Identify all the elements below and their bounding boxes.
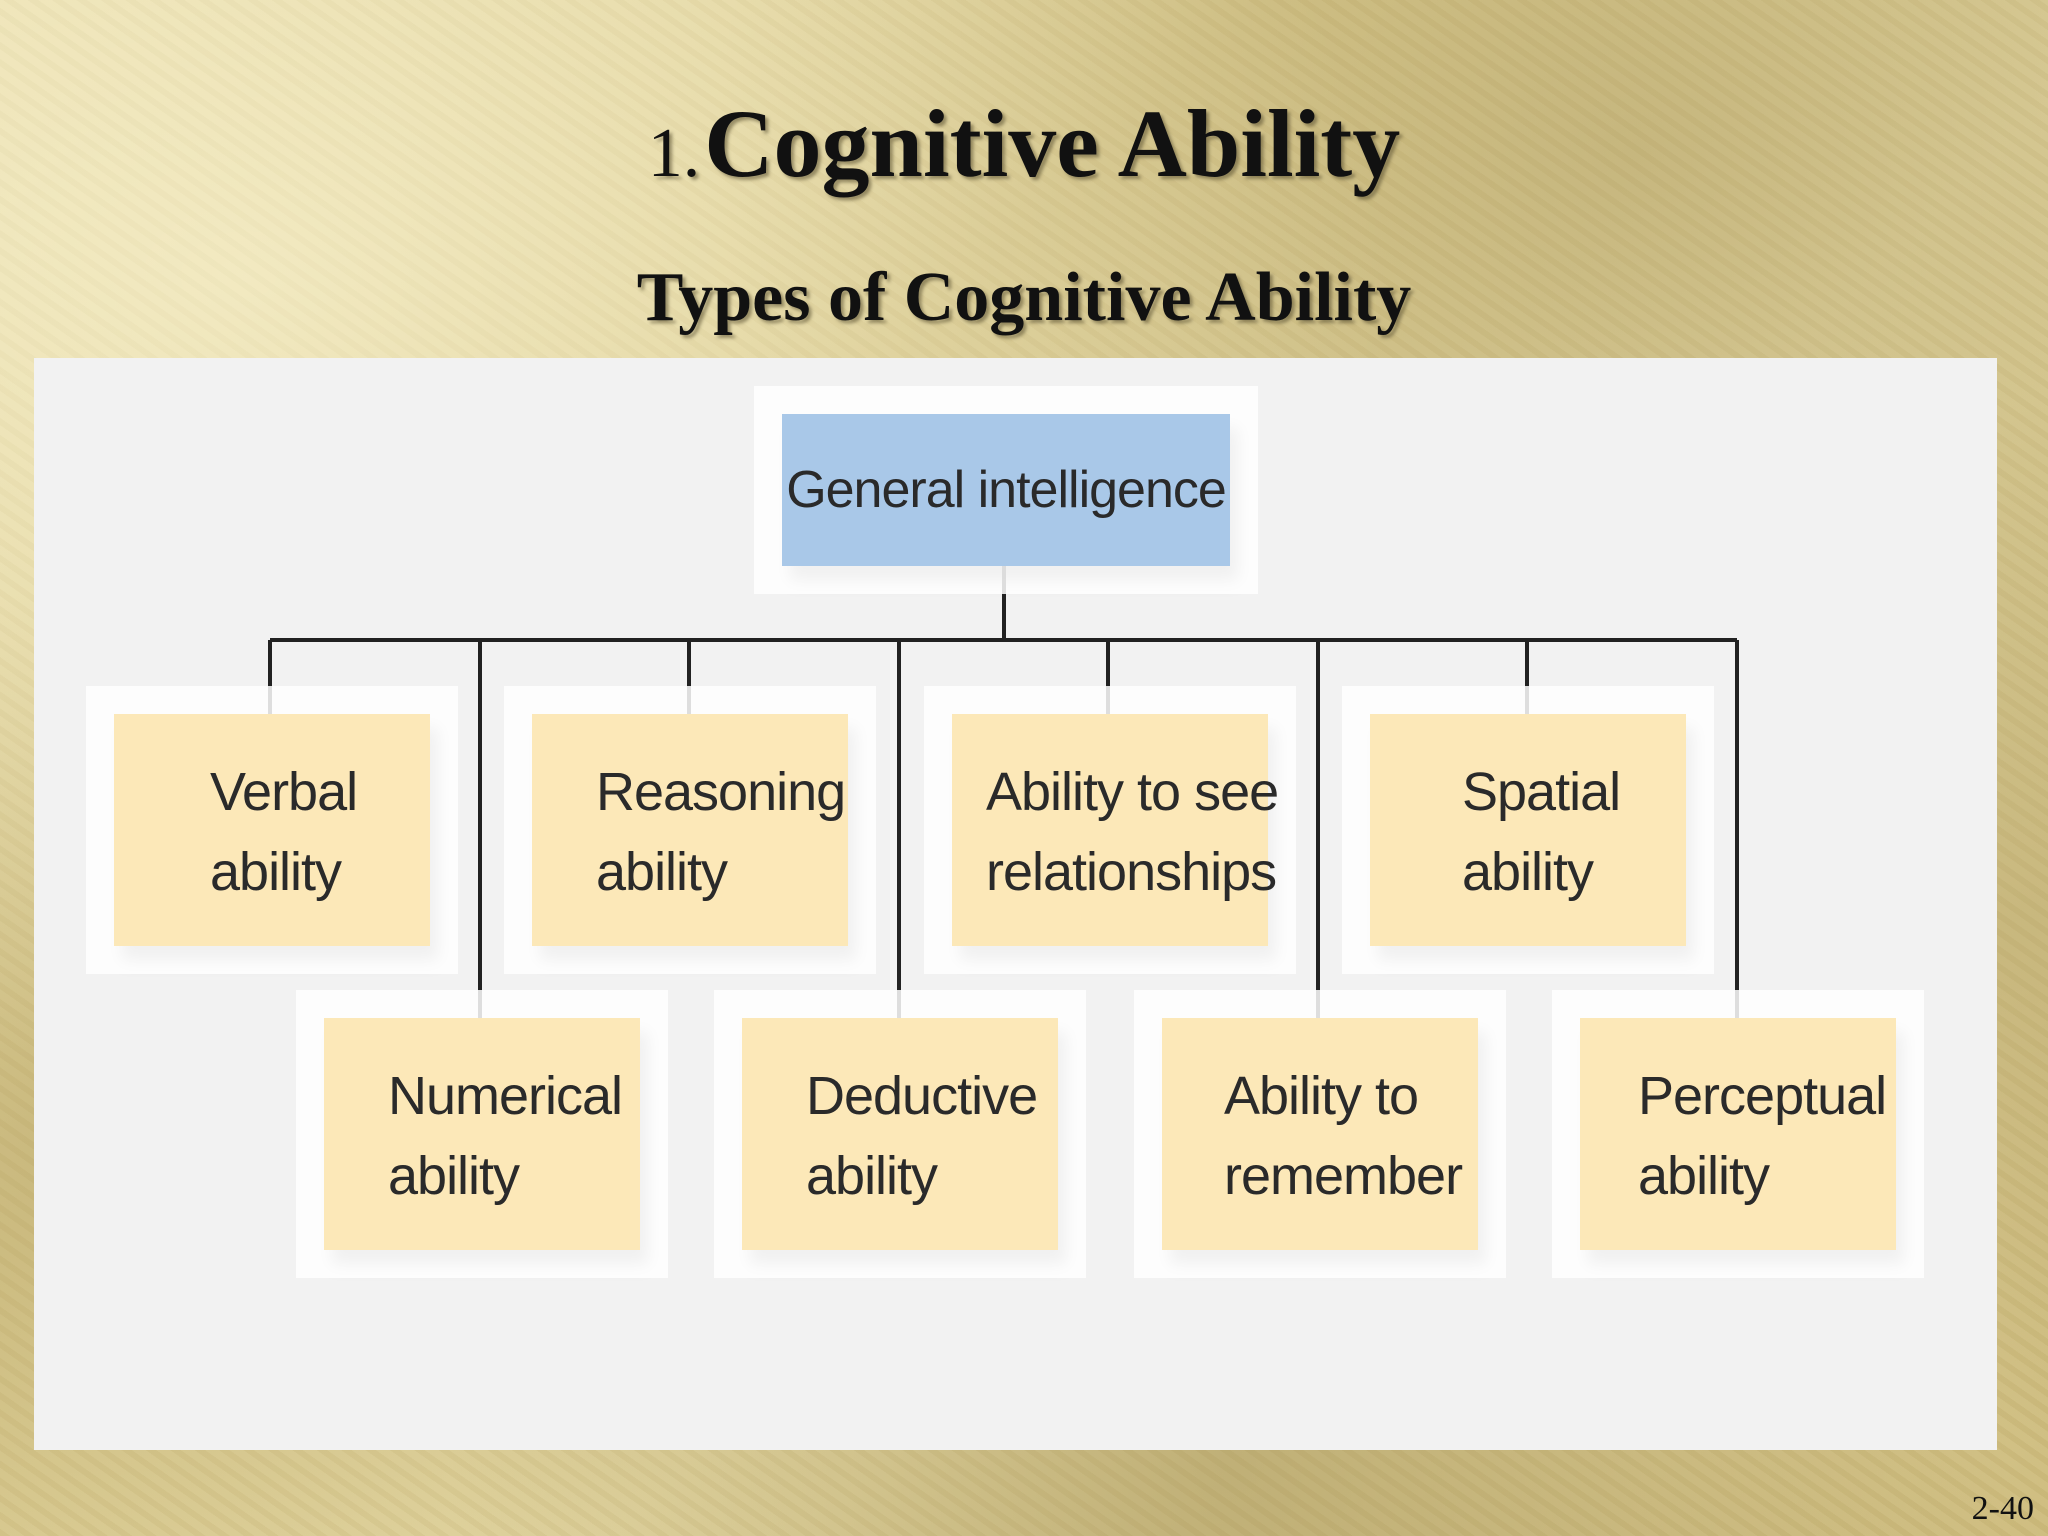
node-label-line1: Deductive: [806, 1066, 1038, 1126]
node-label-line2: ability: [388, 1146, 520, 1206]
diagram-panel: General intelligence Verbal ability Reas…: [34, 358, 1997, 1450]
node-label-line1: Reasoning: [596, 762, 846, 822]
node-label-line2: relationships: [986, 842, 1277, 902]
title-number: 1.: [647, 115, 701, 192]
node-label-line2: remember: [1224, 1146, 1463, 1206]
slide-title: 1. Cognitive Ability: [0, 88, 2048, 199]
connector-lines: [268, 566, 1739, 1018]
node-perceptual-ability: Perceptual ability: [1580, 1018, 1896, 1250]
node-label-line1: Ability to see: [986, 762, 1279, 822]
node-label-line2: ability: [806, 1146, 938, 1206]
root-node: General intelligence: [782, 414, 1230, 566]
title-text: Cognitive Ability: [704, 90, 1401, 197]
node-label-line1: Verbal: [210, 762, 358, 822]
node-verbal-ability: Verbal ability: [114, 714, 430, 946]
slide-subtitle: Types of Cognitive Ability: [636, 259, 1412, 336]
node-ability-to-remember: Ability to remember: [1162, 1018, 1478, 1250]
node-label-line1: Spatial: [1462, 762, 1621, 822]
node-label-line1: Perceptual: [1638, 1066, 1887, 1126]
node-spatial-ability: Spatial ability: [1370, 714, 1686, 946]
node-numerical-ability: Numerical ability: [324, 1018, 640, 1250]
node-label-line2: ability: [1638, 1146, 1770, 1206]
node-ability-to-see-relationships: Ability to see relationships: [952, 714, 1279, 946]
page-number: 2-40: [1971, 1490, 2034, 1527]
node-reasoning-ability: Reasoning ability: [532, 714, 848, 946]
node-label-line2: ability: [210, 842, 342, 902]
node-label-line1: Ability to: [1224, 1066, 1419, 1126]
node-label-line1: Numerical: [388, 1066, 623, 1126]
node-label-line2: ability: [596, 842, 728, 902]
node-label-line2: ability: [1462, 842, 1594, 902]
node-deductive-ability: Deductive ability: [742, 1018, 1058, 1250]
